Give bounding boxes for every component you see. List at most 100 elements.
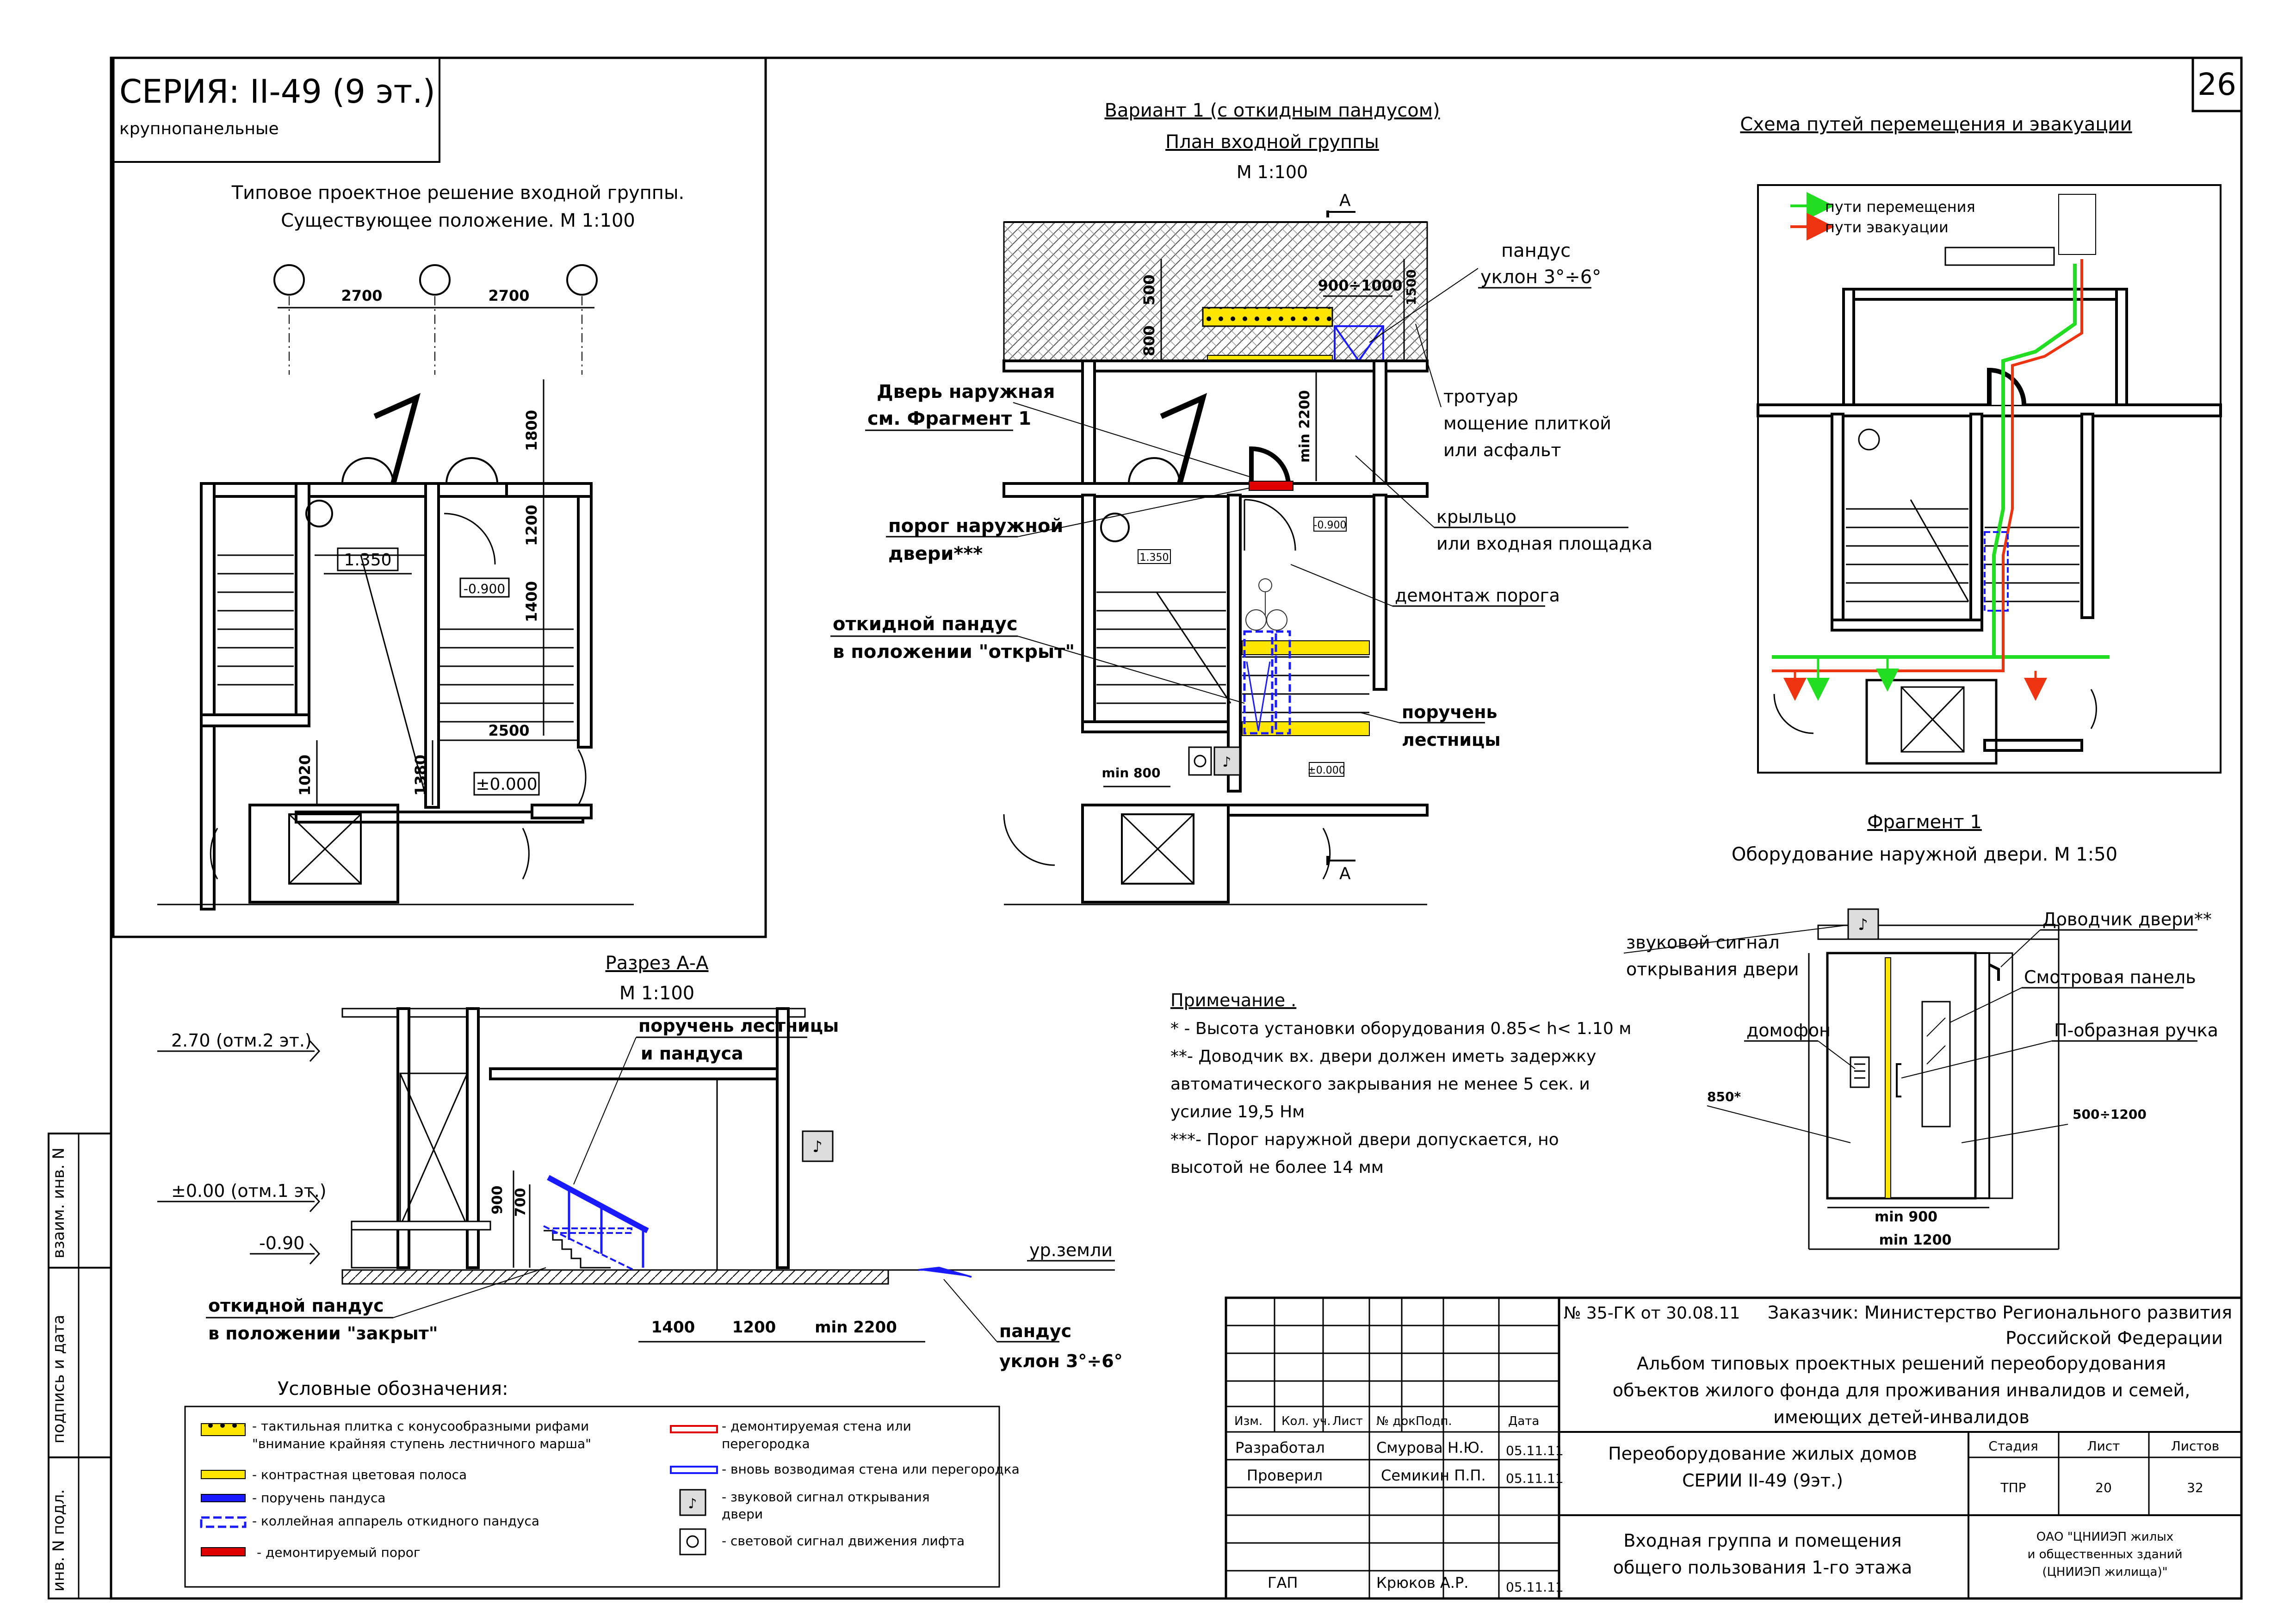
svg-text:Подп.: Подп. [1416, 1414, 1452, 1428]
svg-text:"внимание крайняя ступень лест: "внимание крайняя ступень лестничного ма… [252, 1436, 591, 1451]
fragment-door: Фрагмент 1 Оборудование наружной двери. … [1623, 812, 2218, 1250]
svg-text:- вновь возводимая стена или п: - вновь возводимая стена или перегородка [722, 1462, 1020, 1477]
svg-text:двери: двери [722, 1506, 763, 1522]
legend: Условные обозначения: - тактильная плитк… [184, 1378, 1020, 1588]
svg-text:min 2200: min 2200 [815, 1318, 897, 1337]
svg-text:-0.90: -0.90 [259, 1233, 304, 1253]
svg-text:Заказчик: Министерство Региона: Заказчик: Министерство Регионального раз… [1768, 1302, 2232, 1323]
svg-text:900: 900 [489, 1185, 506, 1214]
legend-tile-swatch [201, 1423, 246, 1436]
svg-text:или асфальт: или асфальт [1443, 440, 1561, 460]
svg-text:Альбом типовых проектных решен: Альбом типовых проектных решений переобо… [1637, 1353, 2166, 1374]
svg-text:32: 32 [2187, 1480, 2203, 1495]
svg-text:порог наружной: порог наружной [888, 515, 1063, 537]
svg-text:или входная площадка: или входная площадка [1436, 533, 1652, 554]
svg-text:пандус: пандус [1501, 240, 1571, 261]
svg-text:- световой сигнал движения лиф: - световой сигнал движения лифта [722, 1533, 965, 1549]
svg-text:- контрастная цветовая полоса: - контрастная цветовая полоса [252, 1467, 467, 1482]
title-block: Изм. Кол. уч. Лист № док. Подп. Дата Раз… [1225, 1296, 2243, 1600]
svg-text:Семикин П.П.: Семикин П.П. [1381, 1467, 1486, 1484]
svg-text:- поручень пандуса: - поручень пандуса [252, 1490, 386, 1505]
svg-text:высотой не более 14 мм: высотой не более 14 мм [1170, 1158, 1384, 1177]
svg-text:Доводчик двери**: Доводчик двери** [2042, 909, 2212, 929]
svg-text:Российской Федерации: Российской Федерации [2005, 1328, 2223, 1348]
legend-new-wall-swatch [670, 1466, 718, 1474]
svg-text:и общественных зданий: и общественных зданий [2027, 1548, 2182, 1561]
svg-text:2700: 2700 [341, 287, 382, 304]
light-signal-icon [1188, 746, 1212, 776]
svg-text:05.11.11: 05.11.11 [1506, 1471, 1564, 1486]
series-title: СЕРИЯ: II-49 (9 эт.) [119, 73, 435, 111]
project-name: Переоборудование жилых домов [1608, 1443, 1917, 1464]
svg-text:(ЦНИИЭП жилища)": (ЦНИИЭП жилища)" [2042, 1565, 2167, 1579]
section-scale: М 1:100 [619, 983, 695, 1004]
svg-text:в положении "закрыт": в положении "закрыт" [208, 1323, 438, 1344]
svg-text:имеющих детей-инвалидов: имеющих детей-инвалидов [1773, 1407, 2030, 1427]
sheet-name: Входная группа и помещения [1623, 1530, 1901, 1551]
svg-text:перегородка: перегородка [722, 1436, 810, 1451]
svg-text:крыльцо: крыльцо [1436, 507, 1516, 527]
svg-text:см. Фрагмент 1: см. Фрагмент 1 [867, 408, 1031, 429]
svg-text:пути эвакуации: пути эвакуации [1825, 218, 1949, 236]
svg-text:двери***: двери*** [888, 543, 983, 564]
svg-text:откидной пандус: откидной пандус [833, 613, 1018, 635]
svg-text:ТПР: ТПР [2000, 1480, 2026, 1495]
svg-text:♪: ♪ [812, 1138, 823, 1156]
section-handrail [547, 1175, 649, 1233]
svg-text:1400: 1400 [651, 1318, 695, 1337]
svg-text:min 800: min 800 [1102, 765, 1161, 781]
existing-title-2: Существующее положение. М 1:100 [281, 210, 635, 231]
svg-text:Разработал: Разработал [1235, 1439, 1325, 1456]
svg-text:Дверь наружная: Дверь наружная [877, 381, 1055, 403]
svg-text:Листов: Листов [2171, 1438, 2220, 1454]
svg-text:900÷1000: 900÷1000 [1318, 277, 1403, 294]
svg-text:домофон: домофон [1746, 1020, 1831, 1041]
svg-text:±0.00 (отм.1 эт.): ±0.00 (отм.1 эт.) [171, 1181, 327, 1201]
variant-subtitle: План входной группы [1165, 131, 1379, 153]
svg-text:1.350: 1.350 [1140, 552, 1169, 564]
intercom-icon [1850, 1056, 1870, 1088]
svg-text:Стадия: Стадия [1988, 1438, 2038, 1454]
variant-plan: Вариант 1 (с откидным пандусом) План вхо… [830, 100, 1652, 905]
view-panel [1921, 1001, 1951, 1127]
stamp-label-1: взаим. инв. N [50, 1147, 68, 1258]
svg-text:Смотровая панель: Смотровая панель [2024, 967, 2196, 987]
section-title: Разрез А-А [605, 953, 709, 974]
svg-text:* - Высота установки оборудова: * - Высота установки оборудования 0.85< … [1170, 1019, 1631, 1038]
svg-text:1.350: 1.350 [344, 551, 391, 570]
svg-text:и пандуса: и пандуса [641, 1043, 743, 1064]
sidewalk-paving [1003, 221, 1428, 362]
notes: Примечание . * - Высота установки оборуд… [1170, 990, 1631, 1177]
svg-text:min 900: min 900 [1875, 1209, 1937, 1225]
variant-title: Вариант 1 (с откидным пандусом) [1104, 100, 1440, 121]
svg-text:1400: 1400 [523, 581, 540, 622]
evac-title: Схема путей перемещения и эвакуации [1740, 114, 2132, 135]
svg-text:мощение плиткой: мощение плиткой [1443, 413, 1611, 434]
svg-text:1200: 1200 [732, 1318, 776, 1337]
svg-text:***- Порог наружной двери доп: ***- Порог наружной двери допускается, н… [1170, 1130, 1559, 1149]
svg-text:1800: 1800 [523, 410, 540, 451]
svg-text:850*: 850* [1707, 1089, 1741, 1104]
existing-plan: СЕРИЯ: II-49 (9 эт.) крупнопанельные Тип… [112, 56, 767, 938]
evacuation-scheme: Схема путей перемещения и эвакуации пути… [1740, 114, 2222, 774]
svg-text:поручень лестницы: поручень лестницы [638, 1016, 839, 1036]
svg-text:- звуковой сигнал открывания: - звуковой сигнал открывания [722, 1489, 930, 1505]
stamp-label-2: подпись и дата [50, 1315, 68, 1443]
svg-text:№ док.: № док. [1376, 1414, 1419, 1428]
svg-text:min 2200: min 2200 [1297, 390, 1313, 463]
svg-text:500: 500 [1140, 274, 1158, 305]
legend-light-icon [679, 1528, 706, 1555]
legend-title: Условные обозначения: [278, 1378, 508, 1400]
series-subtitle: крупнопанельные [119, 119, 279, 138]
svg-text:уклон 3°÷6°: уклон 3°÷6° [1480, 266, 1601, 288]
svg-text:Проверил: Проверил [1247, 1467, 1323, 1484]
svg-text:♪: ♪ [1222, 754, 1231, 770]
svg-text:ГАП: ГАП [1268, 1574, 1298, 1592]
svg-text:♪: ♪ [688, 1496, 697, 1512]
svg-text:2.70 (отм.2 эт.): 2.70 (отм.2 эт.) [171, 1030, 312, 1051]
svg-text:1500: 1500 [1404, 269, 1419, 305]
svg-text:♪: ♪ [1858, 916, 1868, 934]
variant-scale: М 1:100 [1237, 162, 1308, 182]
svg-text:- коллейная аппарель откидного: - коллейная аппарель откидного пандуса [252, 1513, 539, 1529]
svg-text:min 1200: min 1200 [1879, 1232, 1952, 1248]
